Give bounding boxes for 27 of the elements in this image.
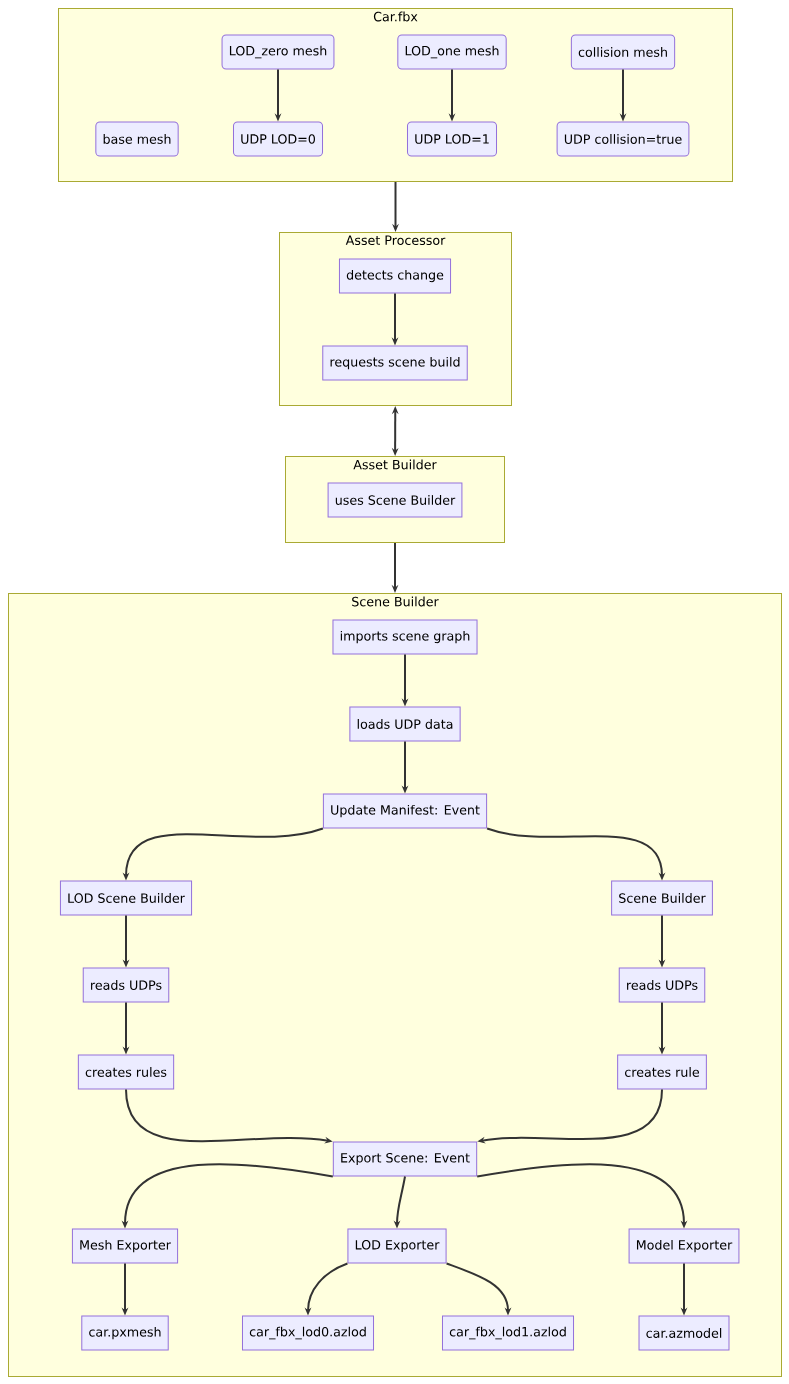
process-box: Export Scene: Event [332, 1141, 478, 1177]
process-box: LOD Scene Builder [59, 880, 193, 916]
process-box: imports scene graph [332, 619, 478, 655]
process-box: creates rules [77, 1054, 175, 1090]
process-box: LOD_one mesh [397, 34, 507, 70]
process-box: Update Manifest: Event [322, 793, 488, 829]
process-box: car.azmodel [638, 1315, 730, 1351]
process-box: uses Scene Builder [327, 482, 463, 518]
process-box: loads UDP data [349, 706, 461, 742]
process-box: UDP collision=true [556, 121, 690, 157]
process-box: collision mesh [570, 34, 676, 70]
process-box: UDP LOD=1 [407, 121, 497, 157]
process-box: Scene Builder [611, 880, 713, 916]
process-box: reads UDPs [82, 967, 170, 1003]
process-box: LOD_zero mesh [221, 34, 335, 70]
process-box: Model Exporter [628, 1228, 740, 1264]
process-box: Mesh Exporter [71, 1228, 179, 1264]
process-box: detects change [338, 258, 452, 294]
process-box: base mesh [95, 121, 179, 157]
process-box: creates rule [617, 1054, 707, 1090]
process-box: UDP LOD=0 [233, 121, 323, 157]
process-box: reads UDPs [618, 967, 706, 1003]
process-box: requests scene build [322, 345, 468, 381]
process-box: LOD Exporter [347, 1228, 447, 1264]
process-box: car_fbx_lod1.azlod [442, 1315, 575, 1351]
process-box: car_fbx_lod0.azlod [242, 1315, 375, 1351]
process-box: car.pxmesh [81, 1315, 169, 1351]
